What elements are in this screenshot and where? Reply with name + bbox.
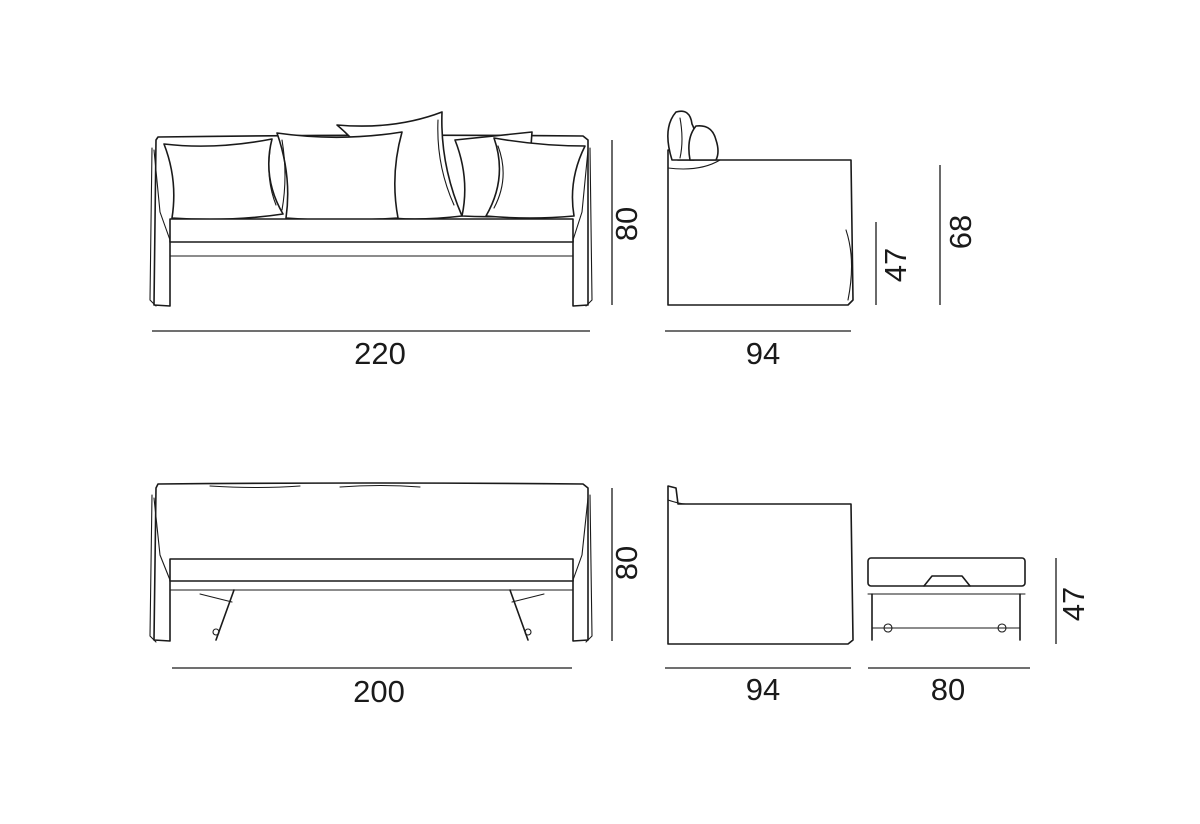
sofa-height-label: 80 — [609, 207, 644, 241]
trundle-depth-label: 80 — [931, 672, 965, 707]
bed-height-label: 80 — [609, 546, 644, 580]
cushion-right — [485, 137, 586, 219]
bed-depth-label: 94 — [746, 672, 780, 707]
sofa-width-label: 220 — [354, 336, 406, 371]
sofa-arm-height-label: 68 — [943, 215, 978, 249]
sofa-depth-label: 94 — [746, 336, 780, 371]
sofa-seat-height-label: 47 — [878, 248, 913, 282]
sofa-front-view — [149, 111, 593, 307]
bed-side-view — [667, 485, 854, 645]
cushion-center-left — [276, 131, 403, 221]
cushion-left — [163, 138, 284, 221]
dimension-lines — [152, 140, 1057, 669]
bed-width-label: 200 — [353, 674, 405, 709]
trundle-height-label: 47 — [1056, 587, 1091, 621]
bed-front-view — [149, 482, 593, 643]
sofa-side-view — [667, 110, 854, 306]
trundle-side-view — [867, 557, 1026, 641]
